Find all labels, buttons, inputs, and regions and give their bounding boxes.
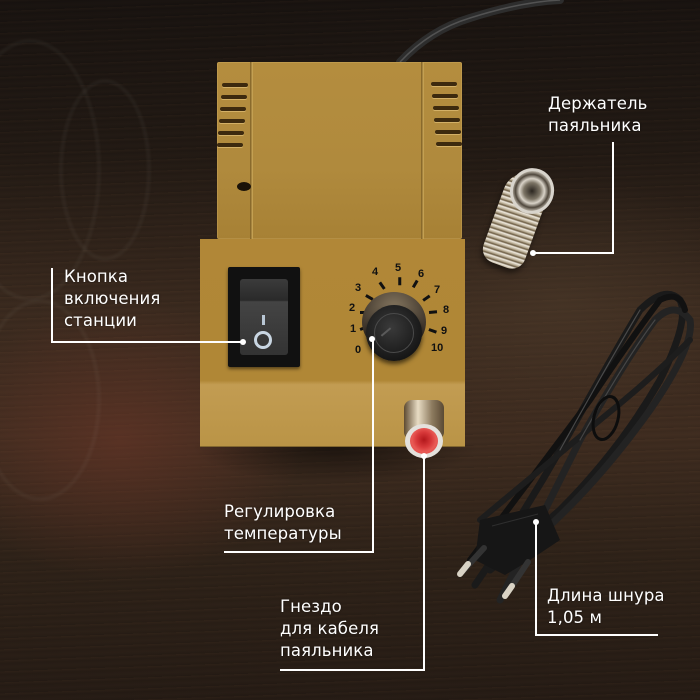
dial-label-3: 3 bbox=[355, 282, 362, 294]
vent-slot bbox=[434, 118, 460, 122]
callout-holder-line1: Держатель bbox=[548, 94, 648, 113]
vent-slot bbox=[220, 107, 246, 111]
power-switch[interactable] bbox=[228, 267, 300, 367]
vent-slot bbox=[432, 94, 458, 98]
callout-socket-line1: Гнездо bbox=[280, 597, 342, 616]
callout-power-line1: Кнопка bbox=[64, 267, 129, 286]
dial-label-5: 5 bbox=[395, 262, 402, 274]
dial-label-2: 2 bbox=[349, 302, 356, 314]
vent-slot bbox=[436, 142, 462, 146]
callout-socket-line-h bbox=[280, 669, 425, 671]
switch-on-symbol-icon bbox=[262, 315, 265, 325]
callout-socket-line3: паяльника bbox=[280, 641, 374, 660]
top-groove-right bbox=[421, 62, 424, 239]
power-switch-rocker[interactable] bbox=[240, 279, 288, 355]
dial-label-9: 9 bbox=[441, 325, 448, 337]
vent-slot bbox=[431, 82, 457, 86]
knob-face bbox=[374, 313, 414, 353]
top-groove-left bbox=[250, 62, 253, 239]
vent-slot bbox=[222, 83, 248, 87]
callout-temperature-line-h bbox=[224, 551, 374, 553]
callout-holder-dot bbox=[530, 250, 536, 256]
callout-holder-line2: паяльника bbox=[548, 116, 642, 135]
callout-temperature-line1: Регулировка bbox=[224, 502, 336, 521]
iron-socket[interactable] bbox=[410, 428, 438, 454]
vent-slot bbox=[435, 130, 461, 134]
vent-slot bbox=[219, 119, 245, 123]
callout-cord-line1: Длина шнура bbox=[547, 586, 665, 605]
callout-socket-line2: для кабеля bbox=[280, 619, 380, 638]
dial-label-8: 8 bbox=[443, 304, 450, 316]
dial-tick bbox=[398, 277, 402, 286]
callout-power-dot bbox=[240, 339, 246, 345]
callout-power-line-v bbox=[51, 268, 53, 343]
temperature-knob[interactable] bbox=[366, 305, 422, 361]
callout-power-line3: станции bbox=[64, 311, 137, 330]
vent-slot bbox=[218, 131, 244, 135]
callout-cord-line-v bbox=[535, 522, 537, 636]
dial-label-4: 4 bbox=[372, 266, 379, 278]
switch-off-symbol-icon bbox=[254, 331, 272, 349]
station-top-panel bbox=[217, 62, 462, 239]
smoke-wisp bbox=[60, 80, 150, 260]
callout-socket-line-v bbox=[423, 456, 425, 671]
vent-slot bbox=[221, 95, 247, 99]
callout-cord-label: Длина шнура 1,05 м bbox=[547, 585, 665, 629]
callout-cord-line-h bbox=[535, 634, 658, 636]
callout-temperature-label: Регулировка температуры bbox=[224, 501, 342, 545]
callout-temperature-line2: температуры bbox=[224, 524, 342, 543]
dial-label-0: 0 bbox=[355, 344, 362, 356]
vent-slot bbox=[433, 106, 459, 110]
callout-holder-label: Держатель паяльника bbox=[548, 93, 647, 137]
callout-power-line-h bbox=[51, 341, 244, 343]
screw-hole bbox=[237, 182, 251, 191]
dial-label-10: 10 bbox=[431, 342, 444, 354]
callout-power-line2: включения bbox=[64, 289, 161, 308]
callout-holder-line-v bbox=[612, 142, 614, 254]
callout-temperature-line-v bbox=[372, 339, 374, 553]
dial-label-1: 1 bbox=[350, 323, 357, 335]
callout-socket-label: Гнездо для кабеля паяльника bbox=[280, 596, 379, 662]
dial-label-7: 7 bbox=[434, 284, 441, 296]
vent-slot bbox=[217, 143, 243, 147]
callout-power-label: Кнопка включения станции bbox=[64, 266, 160, 332]
callout-cord-line2: 1,05 м bbox=[547, 608, 603, 627]
callout-holder-line-h bbox=[533, 252, 614, 254]
dial-label-6: 6 bbox=[418, 268, 425, 280]
